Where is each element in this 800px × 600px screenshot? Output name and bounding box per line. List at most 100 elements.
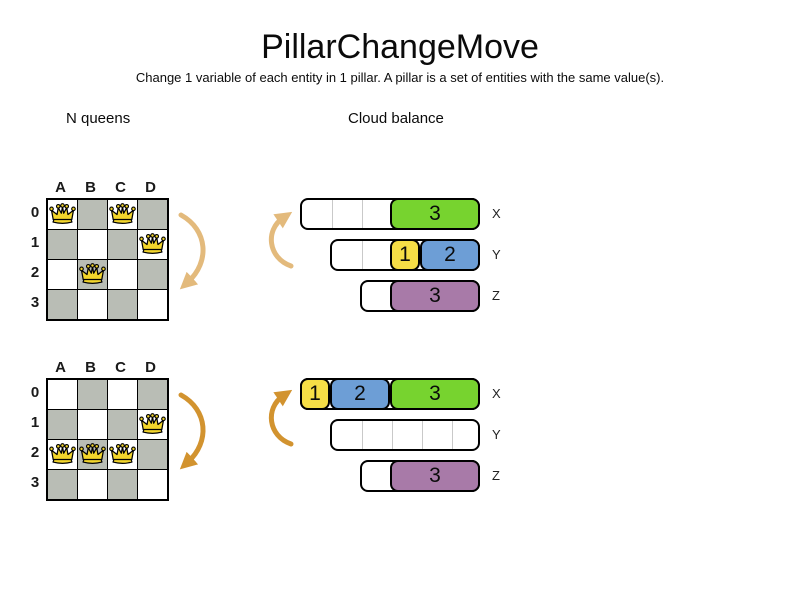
board-cell-D0	[138, 380, 167, 409]
board-row-label: 3	[30, 474, 40, 491]
process-block: 3	[390, 198, 480, 230]
board-cell-D1	[138, 410, 167, 439]
board-cell-C0	[108, 200, 137, 229]
bar-empty-cell	[332, 241, 362, 269]
board-cell-D3	[138, 290, 167, 319]
queen-icon	[139, 413, 166, 434]
board-cell-B1	[78, 410, 107, 439]
board-cell-C1	[108, 230, 137, 259]
board-column-labels: A B C D	[46, 359, 166, 376]
board-cell-C3	[108, 470, 137, 499]
queen-icon	[79, 263, 106, 284]
process-block: 1	[300, 378, 330, 410]
move-down-arrow-icon	[172, 390, 218, 479]
board-row-labels: 0 1 2 3	[28, 198, 42, 318]
bar-empty-cell	[332, 200, 362, 228]
board-row-label: 1	[30, 414, 40, 431]
process-block: 2	[330, 378, 390, 410]
move-up-arrow-icon	[260, 210, 304, 277]
bar-empty-cell	[392, 421, 422, 449]
board-cell-B0	[78, 200, 107, 229]
bar-empty-cell	[302, 200, 332, 228]
bar-empty-cell	[362, 421, 392, 449]
board-row-label: 0	[30, 204, 40, 221]
bar-blocks: 3	[390, 460, 480, 492]
board-column-label: C	[115, 179, 127, 196]
board-row-label: 1	[30, 234, 40, 251]
board-cell-A0	[48, 200, 77, 229]
board-cell-A3	[48, 470, 77, 499]
board-cell-C1	[108, 410, 137, 439]
page-subtitle: Change 1 variable of each entity in 1 pi…	[135, 70, 665, 85]
bar-blocks: 3	[390, 280, 480, 312]
board-cell-B3	[78, 470, 107, 499]
board-cell-D2	[138, 260, 167, 289]
bar-empty-cell	[452, 421, 478, 449]
process-block: 3	[390, 460, 480, 492]
computer-label: Z	[492, 468, 500, 483]
board-cell-C2	[108, 440, 137, 469]
computer-label: Y	[492, 247, 501, 262]
board-cell-A2	[48, 440, 77, 469]
board-cell-A2	[48, 260, 77, 289]
board-cell-A3	[48, 290, 77, 319]
queen-icon	[79, 443, 106, 464]
computer-label: X	[492, 206, 501, 221]
chess-board	[46, 378, 169, 501]
board-row-label: 2	[30, 264, 40, 281]
bar-empty-cell	[332, 421, 362, 449]
board-cell-B0	[78, 380, 107, 409]
board-column-label: B	[85, 359, 97, 376]
bar-empty-cells	[302, 200, 478, 228]
cloud-bar-row-y: Y	[300, 419, 520, 451]
board-cell-C0	[108, 380, 137, 409]
board-cell-D0	[138, 200, 167, 229]
board-cell-A0	[48, 380, 77, 409]
queen-icon	[139, 233, 166, 254]
board-cell-B1	[78, 230, 107, 259]
bar-empty-cell	[362, 241, 392, 269]
board-cell-D2	[138, 440, 167, 469]
board-cell-A1	[48, 230, 77, 259]
computer-label: Y	[492, 427, 501, 442]
move-up-arrow-icon	[260, 388, 304, 455]
queen-icon	[109, 203, 136, 224]
bar-blocks: 3	[390, 198, 480, 230]
queen-icon	[49, 443, 76, 464]
board-cell-D1	[138, 230, 167, 259]
computer-label: Z	[492, 288, 500, 303]
bar-empty-cell	[362, 462, 392, 490]
bar-empty-cell	[422, 421, 452, 449]
board-cell-B2	[78, 260, 107, 289]
board-column-label: A	[55, 179, 67, 196]
computer-label: X	[492, 386, 501, 401]
bar-container	[330, 419, 480, 451]
bar-container: 3	[360, 460, 480, 492]
board-cell-C2	[108, 260, 137, 289]
bar-empty-cell	[362, 200, 392, 228]
board-column-label: B	[85, 179, 97, 196]
process-block: 3	[390, 378, 480, 410]
board-column-label: A	[55, 359, 67, 376]
bar-container: 3	[300, 198, 480, 230]
board-row-label: 3	[30, 294, 40, 311]
process-block: 3	[390, 280, 480, 312]
queen-icon	[49, 203, 76, 224]
board-row-label: 0	[30, 384, 40, 401]
queen-icon	[109, 443, 136, 464]
board-cell-B3	[78, 290, 107, 319]
board-cell-C3	[108, 290, 137, 319]
board-column-label: D	[145, 359, 157, 376]
board-column-label: C	[115, 359, 127, 376]
bar-empty-cells	[332, 241, 478, 269]
